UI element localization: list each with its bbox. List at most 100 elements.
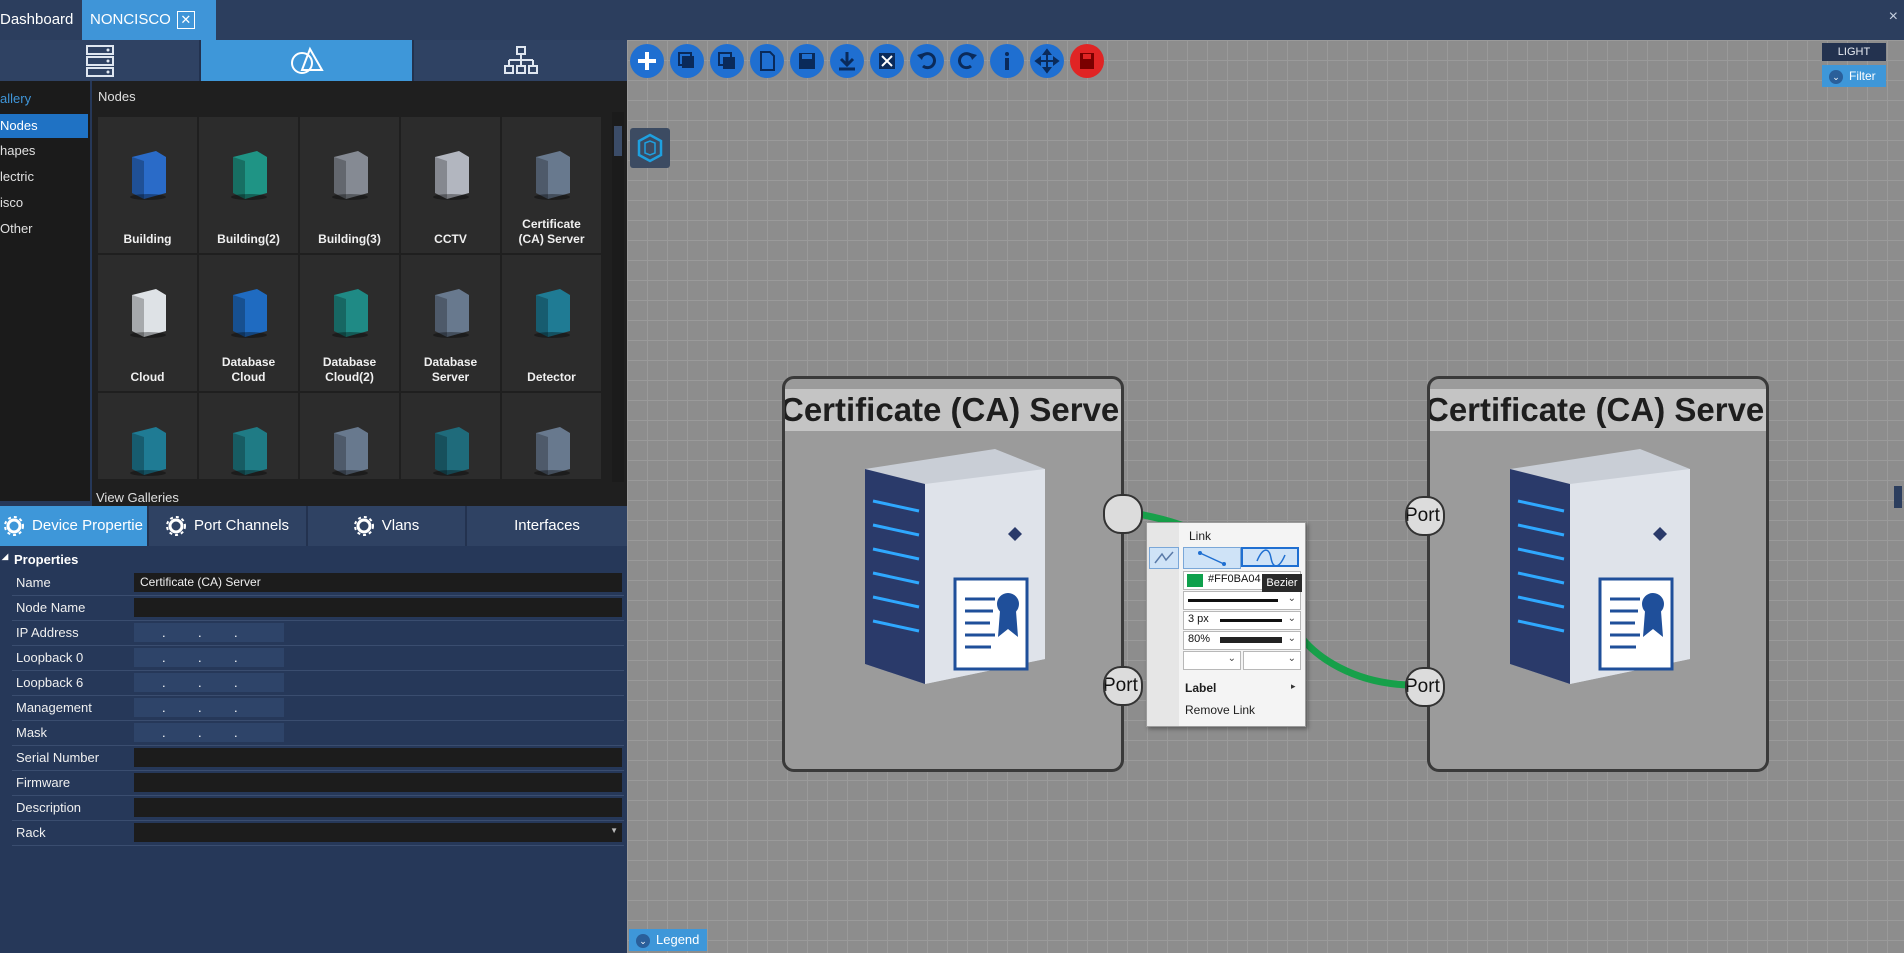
tab-dashboard[interactable]: Dashboard [0, 0, 88, 40]
tab-interfaces-label: Interfaces [514, 517, 580, 534]
right-panel-handle[interactable] [1894, 486, 1902, 508]
property-value-field[interactable] [134, 598, 622, 617]
node-tile-label: Database Cloud(2) [322, 355, 377, 384]
node-ca-server-right[interactable]: Certificate (CA) Server [1427, 376, 1769, 772]
excel-export-button[interactable] [870, 44, 904, 78]
mode-tabs [0, 40, 629, 81]
gallery-item-nodes[interactable]: Nodes [0, 114, 88, 138]
layer-back-button[interactable] [670, 44, 704, 78]
bezier-link-button[interactable] [1241, 547, 1299, 567]
ip-address-field[interactable]: ... [134, 648, 284, 667]
property-row: Mask... [12, 721, 624, 746]
undo-button[interactable] [910, 44, 944, 78]
move-button[interactable] [1030, 44, 1064, 78]
info-button[interactable] [990, 44, 1024, 78]
node-tile[interactable] [300, 393, 399, 479]
new-document-button[interactable] [750, 44, 784, 78]
color-value: #FF0BA04 [1208, 573, 1261, 585]
redo-button[interactable] [950, 44, 984, 78]
property-key: Node Name [16, 600, 86, 615]
layer-front-button[interactable] [710, 44, 744, 78]
link-width-select[interactable]: 3 px ⌄ [1183, 611, 1301, 630]
gallery-item-cisco[interactable]: isco [0, 195, 24, 210]
gallery-scroll-thumb[interactable] [614, 126, 622, 156]
property-value-field[interactable] [134, 773, 622, 792]
node-port[interactable]: Port [1405, 496, 1445, 536]
node-port[interactable] [1103, 494, 1143, 534]
straight-line-icon [1198, 551, 1226, 566]
end-arrow-select[interactable]: ⌄ [1243, 651, 1301, 670]
link-style-icon[interactable] [1149, 547, 1179, 569]
tab-noncisco[interactable]: NONCISCO✕ [82, 0, 216, 40]
node-tile[interactable]: Building(3) [300, 117, 399, 253]
property-value-field[interactable] [134, 748, 622, 767]
node-tile[interactable]: Database Cloud [199, 255, 298, 391]
view-galleries-link[interactable]: View Galleries [96, 490, 179, 505]
node-tile[interactable] [401, 393, 500, 479]
tab-close-icon[interactable]: ✕ [176, 11, 195, 30]
menu-item-label[interactable]: Label [1185, 681, 1217, 695]
tab-device-properties-label: Device Propertie [32, 517, 143, 534]
window-close-icon[interactable]: × [1888, 8, 1898, 25]
delete-icon [1080, 53, 1094, 69]
download-button[interactable] [830, 44, 864, 78]
property-value-field[interactable] [134, 798, 622, 817]
gallery-item-shapes[interactable]: hapes [0, 143, 36, 158]
gallery-item-electric[interactable]: lectric [0, 169, 34, 184]
property-select[interactable] [134, 823, 622, 842]
straight-link-button[interactable] [1183, 547, 1241, 569]
legend-button[interactable]: ⌄Legend [629, 929, 707, 951]
filter-button[interactable]: ⌄Filter [1822, 65, 1886, 87]
gallery-item-other[interactable]: Other [0, 221, 33, 236]
excel-export-icon [879, 53, 895, 69]
gallery-scrollbar[interactable] [612, 112, 624, 482]
ca-server-icon [1510, 449, 1690, 684]
node-tile[interactable]: Detector [502, 255, 601, 391]
tab-vlans[interactable]: Vlans [308, 506, 467, 546]
node-tile-label: Building [123, 232, 172, 246]
node-tile[interactable]: Building(2) [199, 117, 298, 253]
mode-tab-hierarchy[interactable] [414, 40, 629, 81]
ip-address-field[interactable]: ... [134, 673, 284, 692]
chevron-down-icon: ⌄ [1287, 653, 1296, 664]
save-button[interactable] [790, 44, 824, 78]
canvas-side-icon-button[interactable] [630, 128, 670, 168]
node-tile[interactable]: Certificate (CA) Server [502, 117, 601, 253]
node-tile[interactable]: Cloud [98, 255, 197, 391]
node-tile[interactable]: CCTV [401, 117, 500, 253]
node-tile[interactable] [98, 393, 197, 479]
link-opacity-select[interactable]: 80% ⌄ [1183, 631, 1301, 650]
collapse-icon[interactable]: ◢ [2, 552, 9, 561]
node-tile[interactable] [199, 393, 298, 479]
node-port[interactable]: Port [1103, 666, 1143, 706]
dash-style-select[interactable]: ⌄ [1183, 591, 1301, 610]
node-tile[interactable]: Building [98, 117, 197, 253]
mode-tab-devices[interactable] [0, 40, 201, 81]
mode-tab-shapes[interactable] [201, 40, 414, 81]
tab-device-properties[interactable]: Device Propertie [0, 506, 149, 546]
width-value: 3 px [1188, 613, 1209, 625]
property-value-field[interactable]: Certificate (CA) Server [134, 573, 622, 592]
theme-light-label[interactable]: LIGHT [1822, 43, 1886, 61]
ip-address-field[interactable]: ... [134, 698, 284, 717]
ip-address-field[interactable]: ... [134, 623, 284, 642]
node-group-icon [130, 427, 166, 476]
tab-port-channels[interactable]: Port Channels [149, 506, 308, 546]
gear-icon [4, 516, 25, 537]
delete-button[interactable] [1070, 44, 1104, 78]
detector-icon [534, 289, 570, 338]
node-tile-label: CCTV [434, 232, 467, 246]
ip-address-field[interactable]: ... [134, 723, 284, 742]
node-tile[interactable] [502, 393, 601, 479]
node-tile[interactable]: Database Cloud(2) [300, 255, 399, 391]
tab-bar: Dashboard NONCISCO✕ × [0, 0, 1904, 40]
node-port[interactable]: Port [1405, 667, 1445, 707]
property-row: Management... [12, 696, 624, 721]
add-button[interactable] [630, 44, 664, 78]
node-ca-server-left[interactable]: Certificate (CA) Server [782, 376, 1124, 772]
node-tile[interactable]: Database Server [401, 255, 500, 391]
tab-interfaces[interactable]: Interfaces [467, 506, 629, 546]
properties-header[interactable]: ◢ Properties [0, 550, 627, 570]
start-arrow-select[interactable]: ⌄ [1183, 651, 1241, 670]
menu-item-remove-link[interactable]: Remove Link [1185, 703, 1256, 717]
